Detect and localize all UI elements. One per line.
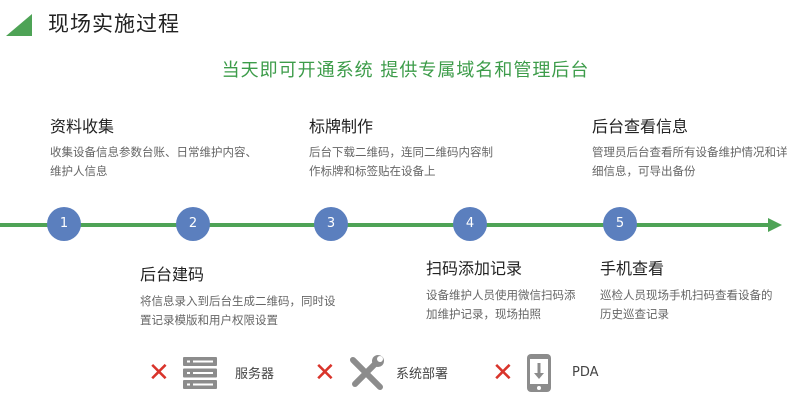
step-title-2: 后台建码 [140,265,205,284]
step-desc-4: 设备维护人员使用微信扫码添加维护记录，现场拍照 [426,288,576,321]
cross-icon: ✕ [314,358,336,388]
timeline-line [0,223,770,227]
pda-icon [526,353,552,393]
legend-label-server: 服务器 [235,367,275,382]
timeline-arrow-icon [768,218,782,232]
corner-triangle-icon [6,14,32,36]
cross-icon: ✕ [492,358,514,388]
step-desc-5: 巡检人员现场手机扫码查看设备的历史巡查记录 [600,288,773,321]
page-title: 现场实施过程 [48,12,180,36]
step-node-2: 2 [176,207,210,241]
server-icon [183,357,217,389]
step-desc-2: 将信息录入到后台生成二维码，同时设置记录模版和用户权限设置 [140,294,336,327]
step-title-1: 资料收集 [50,117,115,136]
step-title-backend: 后台查看信息 [592,117,689,136]
cross-icon: ✕ [148,358,170,388]
tools-icon [347,354,385,392]
step-desc-backend: 管理员后台查看所有设备维护情况和详细信息，可导出备份 [592,145,788,178]
step-title-4: 扫码添加记录 [426,259,523,278]
step-node-3: 3 [314,207,348,241]
step-desc-1: 收集设备信息参数台账、日常维护内容、维护人信息 [50,145,257,178]
subtitle: 当天即可开通系统 提供专属域名和管理后台 [221,60,590,81]
step-node-1: 1 [47,207,81,241]
legend-label-pda: PDA [572,365,599,380]
step-title-5: 手机查看 [600,259,665,278]
step-node-5: 5 [603,207,637,241]
step-desc-3: 后台下载二维码，连同二维码内容制作标牌和标签贴在设备上 [309,145,493,178]
step-title-3: 标牌制作 [309,117,374,136]
legend-label-deploy: 系统部署 [396,367,449,382]
step-node-4: 4 [453,207,487,241]
